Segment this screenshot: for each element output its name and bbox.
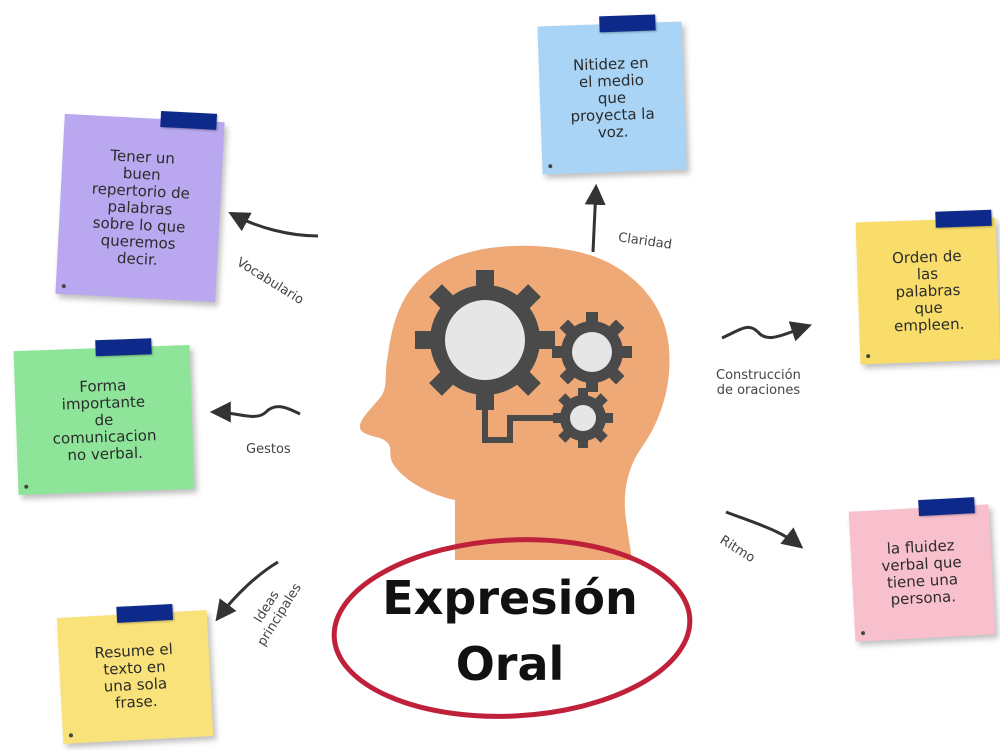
arrow-icon-ritmo: [725, 510, 804, 549]
arrow-icon-gestos: [209, 401, 301, 423]
gears-icon: [415, 270, 632, 448]
branch-label-gestos: Gestos: [246, 442, 291, 457]
note-claridad: Nitidez en el medio que proyecta la voz.: [537, 14, 687, 175]
title-line2: Oral: [455, 637, 565, 691]
title-line1: Expresión: [382, 571, 638, 625]
branch-label-construccion: Construcción de oraciones: [716, 368, 801, 398]
note-text: la fluidez verbal que tiene una persona.: [881, 536, 963, 609]
note-gestos: Forma importante de comunicacion no verb…: [13, 338, 195, 496]
note-corner-dot: [61, 284, 66, 289]
arrow-icon-vocabulario: [228, 212, 319, 238]
tape: [935, 209, 992, 228]
note-ritmo: la fluidez verbal que tiene una persona.: [848, 497, 996, 642]
main-title: Expresión Oral: [330, 565, 690, 697]
note-text: Orden de las palabras que empleen.: [891, 246, 965, 335]
arrow-icon-ideas: [215, 560, 279, 622]
note-text: Forma importante de comunicacion no verb…: [52, 375, 157, 464]
note-text: Resume el texto en una sola frase.: [94, 639, 174, 713]
note-corner-dot: [24, 484, 29, 489]
tape: [918, 497, 975, 517]
tape: [599, 14, 656, 33]
arrow-icon-claridad: [584, 183, 606, 253]
note-text: Tener un buen repertorio de palabras sob…: [91, 145, 191, 269]
note-text: Nitidez en el medio que proyecta la voz.: [570, 53, 655, 142]
note-corner-dot: [68, 733, 74, 738]
arrow-icon-construccion: [721, 321, 812, 342]
tape: [160, 110, 218, 130]
tape: [95, 338, 152, 357]
note-ideas: Resume el texto en una sola frase.: [56, 603, 214, 744]
tape: [116, 603, 174, 623]
note-corner-dot: [860, 631, 866, 636]
note-vocabulario: Tener un buen repertorio de palabras sob…: [55, 110, 225, 303]
note-corner-dot: [548, 164, 553, 169]
note-corner-dot: [866, 354, 871, 359]
note-construccion: Orden de las palabras que empleen.: [855, 209, 1000, 365]
